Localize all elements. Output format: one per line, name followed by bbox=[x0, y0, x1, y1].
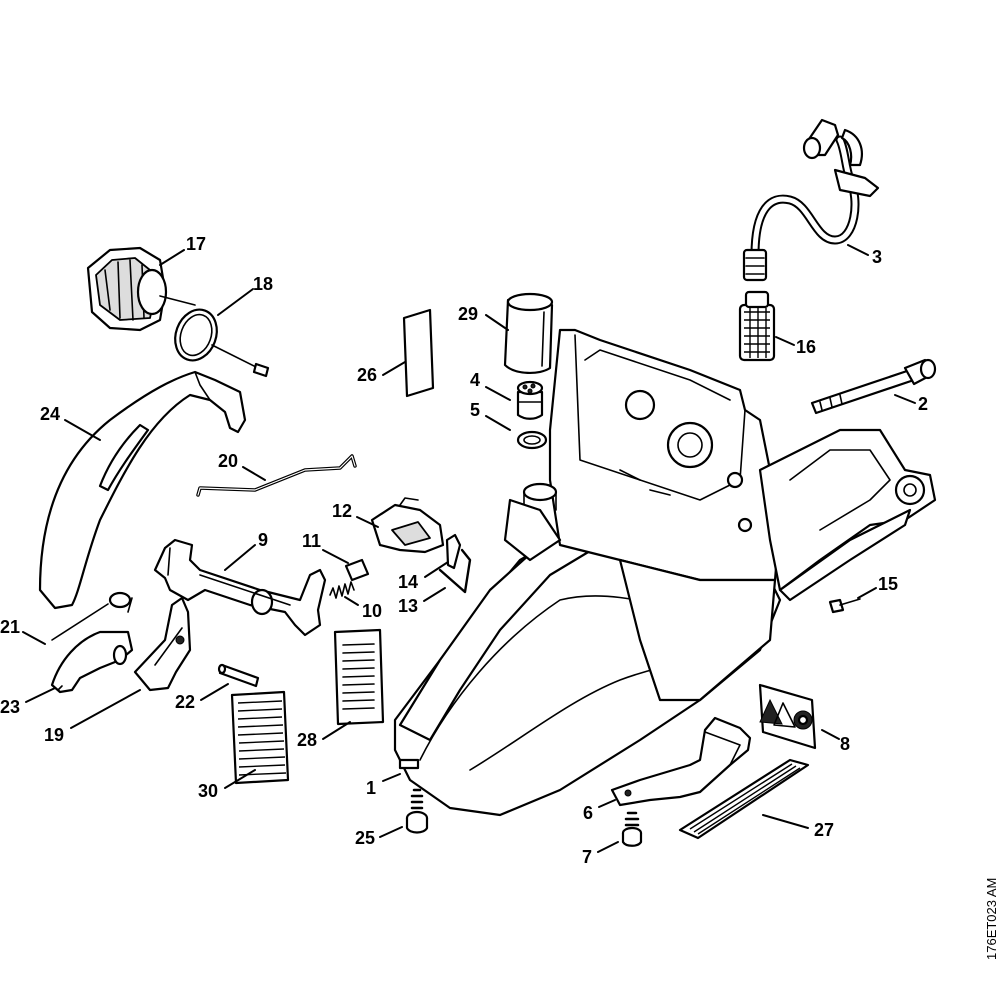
callout-29: 29 bbox=[458, 304, 478, 324]
callout-8: 8 bbox=[840, 734, 850, 754]
callout-7: 7 bbox=[582, 847, 592, 867]
label-sheet-part bbox=[333, 628, 385, 726]
callout-26: 26 bbox=[357, 365, 377, 385]
callout-28: 28 bbox=[297, 730, 317, 750]
bolt-part bbox=[810, 358, 937, 415]
callout-2: 2 bbox=[918, 394, 928, 414]
trigger-part bbox=[50, 630, 134, 694]
callout-21: 21 bbox=[0, 617, 20, 637]
callout-labels: 1 2 3 4 5 6 7 8 9 10 11 12 13 14 15 16 1… bbox=[0, 234, 928, 867]
filter-mat-part bbox=[230, 690, 290, 785]
housing-part bbox=[393, 328, 937, 817]
o-ring-part bbox=[516, 430, 548, 450]
callout-1: 1 bbox=[366, 778, 376, 798]
callout-5: 5 bbox=[470, 400, 480, 420]
cylinder-filter-part bbox=[503, 292, 554, 374]
callout-20: 20 bbox=[218, 451, 238, 471]
callout-13: 13 bbox=[398, 596, 418, 616]
small-lever-part bbox=[445, 533, 462, 570]
drawing-code: 176ET023 AM bbox=[984, 878, 999, 960]
callout-30: 30 bbox=[198, 781, 218, 801]
callout-11: 11 bbox=[302, 531, 321, 551]
label-part bbox=[402, 308, 435, 398]
handle-guard-part bbox=[38, 370, 247, 610]
callout-23: 23 bbox=[0, 697, 20, 717]
callout-10: 10 bbox=[362, 601, 382, 621]
screw-grommet-part bbox=[405, 788, 429, 834]
ring-cable-part bbox=[174, 308, 270, 378]
warning-decal-part bbox=[758, 683, 817, 750]
callout-3: 3 bbox=[872, 247, 882, 267]
oil-pump-part bbox=[86, 246, 196, 332]
rubber-mat-part bbox=[678, 758, 810, 840]
fuel-filter-part bbox=[738, 290, 776, 362]
callout-17: 17 bbox=[186, 234, 206, 254]
spring-part bbox=[329, 581, 355, 599]
pin-part bbox=[217, 663, 260, 688]
callout-18: 18 bbox=[253, 274, 273, 294]
sleeve-part bbox=[344, 558, 370, 582]
callout-22: 22 bbox=[175, 692, 195, 712]
callout-16: 16 bbox=[796, 337, 816, 357]
contact-spring-part bbox=[438, 548, 472, 594]
fuel-hose-part bbox=[742, 118, 880, 282]
bracket-part bbox=[610, 716, 752, 807]
callout-27: 27 bbox=[814, 820, 834, 840]
callout-25: 25 bbox=[355, 828, 375, 848]
callout-9: 9 bbox=[258, 530, 268, 550]
screw-grommet-small-part bbox=[621, 811, 643, 847]
callout-15: 15 bbox=[878, 574, 898, 594]
callout-19: 19 bbox=[44, 725, 64, 745]
callout-12: 12 bbox=[332, 501, 352, 521]
wire-part bbox=[196, 454, 357, 497]
interlock-lever-part bbox=[133, 596, 192, 692]
callout-14: 14 bbox=[398, 572, 418, 592]
valve-part bbox=[516, 380, 544, 420]
callout-24: 24 bbox=[40, 404, 60, 424]
torsion-spring-part bbox=[51, 591, 133, 641]
small-screw-part bbox=[828, 598, 861, 614]
switch-part bbox=[370, 497, 445, 554]
callout-6: 6 bbox=[583, 803, 593, 823]
leader-lines bbox=[22, 244, 916, 853]
callout-4: 4 bbox=[470, 370, 480, 390]
trigger-shaft-part bbox=[153, 538, 327, 637]
